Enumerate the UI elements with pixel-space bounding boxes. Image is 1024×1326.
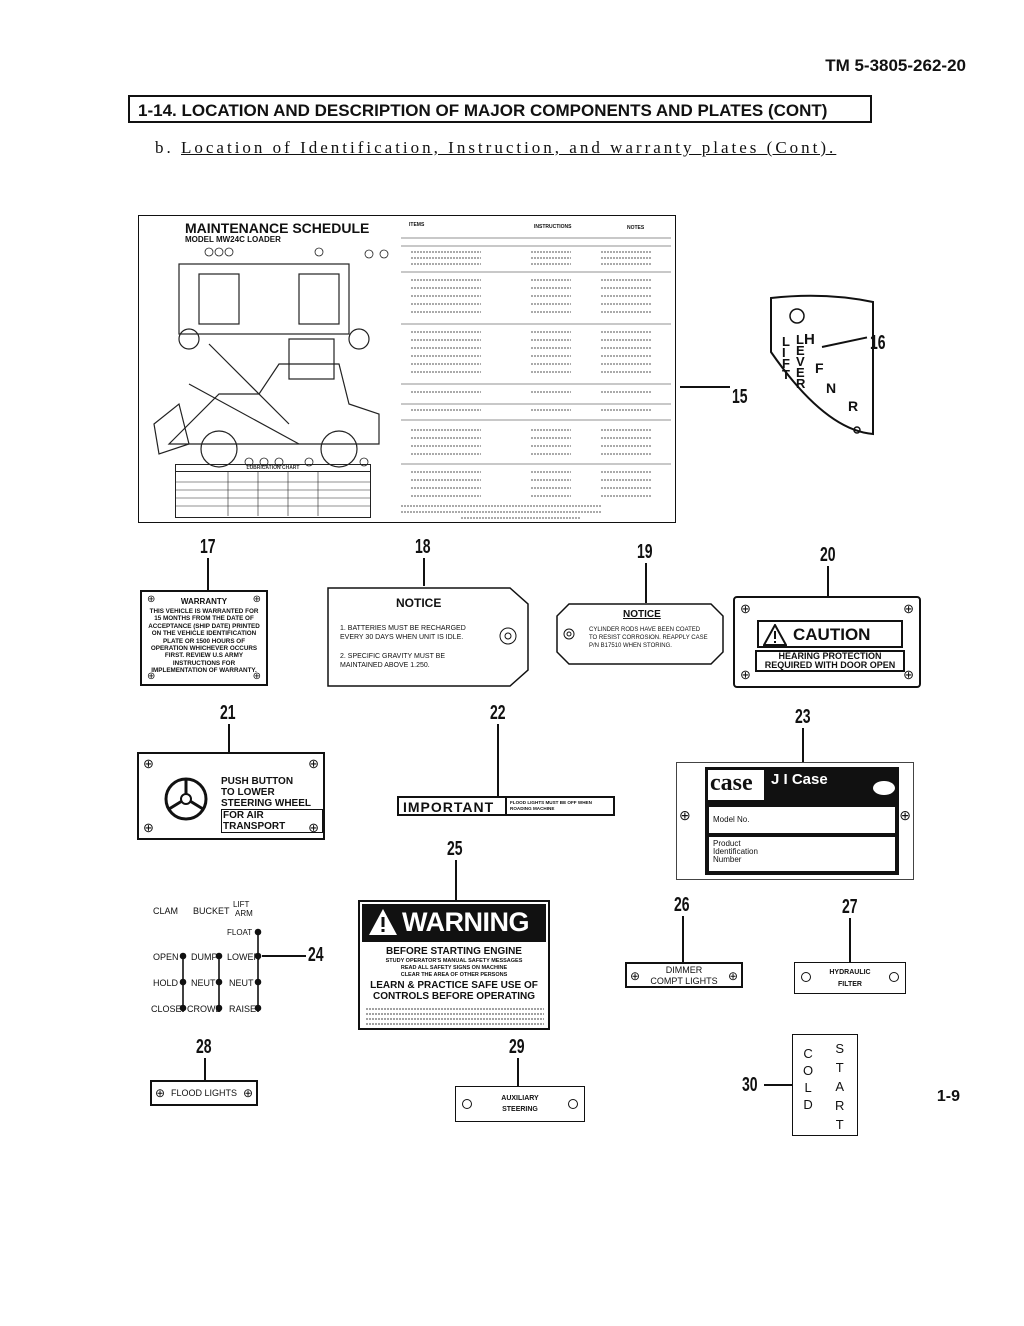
maintenance-model: MODEL MW24C LOADER [185, 235, 281, 244]
callout-23: 23 [795, 706, 811, 728]
warranty-plate: ⊕ ⊕ ⊕ ⊕ WARRANTY THIS VEHICLE IS WARRANT… [140, 590, 268, 686]
notice-battery-line2: 2. SPECIFIC GRAVITY MUST BE MAINTAINED A… [340, 653, 446, 669]
case-crest-icon [873, 781, 895, 795]
notice-battery-line1: 1. BATTERIES MUST BE RECHARGED EVERY 30 … [340, 625, 466, 641]
callout-27: 27 [842, 896, 858, 918]
callout-28: 28 [196, 1036, 212, 1058]
flood-lights-text: FLOOD LIGHTS [170, 1088, 237, 1098]
controls-plate: CLAM BUCKET LIFT ARM FLOAT OPEN DUMP LOW… [145, 896, 271, 1026]
caution-line2: REQUIRED WITH DOOR OPEN [764, 660, 896, 670]
steering-wheel-icon [164, 777, 208, 821]
section-title: 1-14. LOCATION AND DESCRIPTION OF MAJOR … [128, 95, 872, 123]
notice-battery-title: NOTICE [396, 596, 442, 610]
callout-17: 17 [200, 536, 216, 558]
callout-26: 26 [674, 894, 690, 916]
notice-cylinder-title: NOTICE [623, 609, 661, 620]
callout-29: 29 [509, 1036, 525, 1058]
important-plate: IMPORTANT FLOOD LIGHTS MUST BE OFF WHEN … [397, 796, 615, 816]
lubrication-chart: LUBRICATION CHART [175, 464, 371, 518]
warning-triangle-icon [369, 909, 397, 935]
callout-25: 25 [447, 838, 463, 860]
case-logo: case [710, 770, 753, 796]
callout-15: 15 [732, 386, 748, 408]
warning-fineprint [366, 1008, 544, 1025]
lever-float: F [815, 360, 824, 376]
callout-21: 21 [220, 702, 236, 724]
notice-battery-plate-outline [327, 587, 529, 687]
loader-diagram [153, 247, 389, 468]
warning-title: WARNING [402, 907, 530, 937]
callout-16: 16 [870, 332, 886, 354]
important-text: FLOOD LIGHTS MUST BE OFF WHEN ROADING MA… [510, 800, 592, 811]
warning-line1: BEFORE STARTING ENGINE [386, 946, 522, 957]
items-header: ITEMS [409, 222, 425, 228]
caution-title: CAUTION [793, 625, 871, 644]
notice-cylinder-plate-outline [556, 603, 724, 665]
ji-case-text: J I Case [771, 771, 828, 788]
notice-cylinder-text: CYLINDER RODS HAVE BEEN COATED TO RESIST… [589, 627, 708, 649]
tm-number: TM 5-3805-262-20 [825, 56, 966, 75]
callout-30: 30 [742, 1074, 758, 1096]
lever-neutral: N [826, 380, 837, 396]
warranty-text: THIS VEHICLE IS WARRANTED FOR 15 MONTHS … [148, 608, 260, 675]
lever-raise: R [848, 398, 859, 414]
schedule-table [401, 237, 671, 519]
callout-18: 18 [415, 536, 431, 558]
callout-22: 22 [490, 702, 506, 724]
warning-plate: WARNING BEFORE STARTING ENGINE STUDY OPE… [358, 900, 550, 1030]
page-number: 1-9 [936, 1088, 960, 1105]
notes-header: NOTES [627, 225, 645, 231]
maintenance-schedule-plate: MAINTENANCE SCHEDULE MODEL MW24C LOADER … [138, 215, 676, 523]
notice-cylinder-plate: NOTICE CYLINDER RODS HAVE BEEN COATED TO… [555, 602, 725, 666]
important-title: IMPORTANT [403, 799, 495, 815]
control-lever-lines [179, 928, 262, 1012]
callout-20: 20 [820, 544, 836, 566]
instructions-header: INSTRUCTIONS [534, 224, 572, 230]
callout-19: 19 [637, 541, 653, 563]
lift-lever-plate [770, 294, 874, 436]
callout-24: 24 [308, 944, 324, 966]
caution-plate: ⊕ ⊕ ⊕ ⊕ CAUTION HEARING PROTECTION REQUI… [733, 596, 921, 688]
notice-battery-plate: NOTICE 1. BATTERIES MUST BE RECHARGED EV… [326, 586, 530, 688]
caution-line1: HEARING PROTECTION [778, 651, 882, 661]
model-no-label: Model No. [713, 815, 750, 824]
section-subtitle: b. Location of Identification, Instructi… [155, 138, 837, 157]
flood-lights-plate: ⊕ ⊕ FLOOD LIGHTS [150, 1080, 258, 1106]
warning-triangle-icon [763, 624, 787, 646]
maintenance-title: MAINTENANCE SCHEDULE [185, 220, 370, 236]
warranty-title: WARRANTY [180, 597, 228, 606]
